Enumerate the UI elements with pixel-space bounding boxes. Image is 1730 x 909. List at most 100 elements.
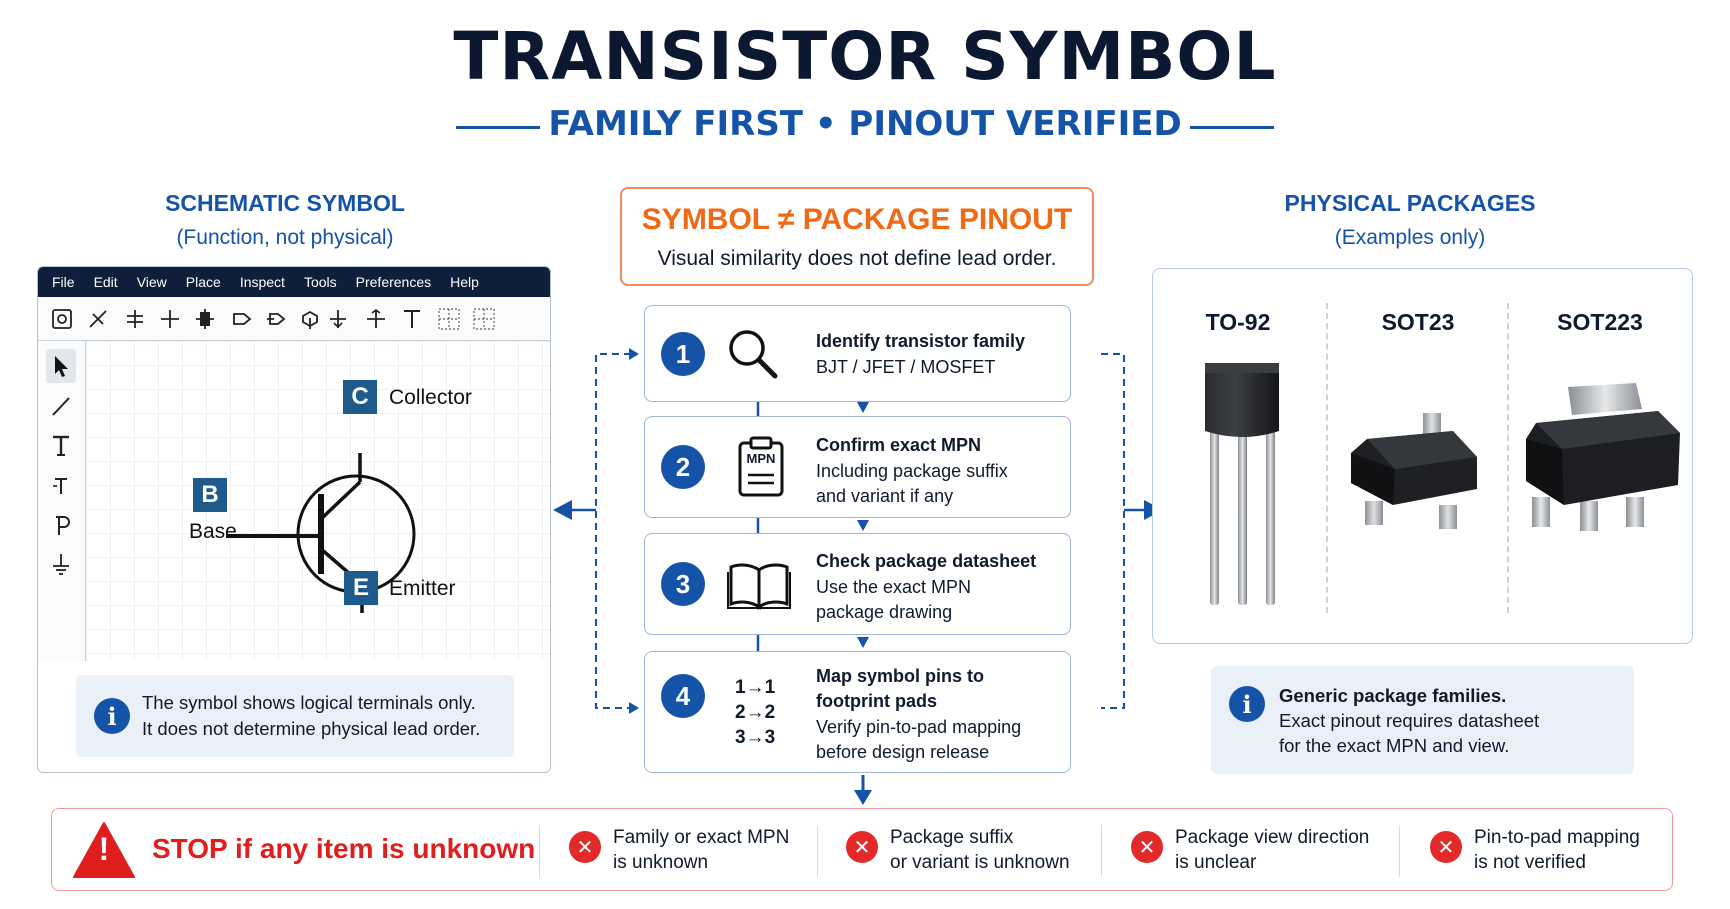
warning-text: Visual similarity does not define lead o… [657,247,1057,270]
menu-edit[interactable]: Edit [93,274,118,290]
no-connect-icon[interactable] [84,305,112,333]
step-1-title: Identify transistor family [816,331,1026,351]
package-divider [1326,303,1328,613]
step-1-number: 1 [661,332,705,376]
schematic-canvas[interactable]: C Collector B Base E Emitter [86,341,550,661]
emitter-badge: E [344,571,378,605]
stop-item-3: Package view direction is unclear [1175,825,1369,875]
to92-package-image [1205,363,1279,605]
pin-map-2: 2→2 [735,702,776,723]
wire-icon[interactable] [156,305,184,333]
stop-item-1-line1: Family or exact MPN [613,827,790,848]
menu-inspect[interactable]: Inspect [239,274,285,290]
menu-view[interactable]: View [136,274,167,290]
sheet-pin-icon[interactable] [362,305,390,333]
packages-info-line2: Exact pinout requires datasheet [1279,710,1540,731]
power-port-icon[interactable] [324,305,352,333]
junction-icon[interactable] [121,305,149,333]
stop-divider [1101,825,1102,877]
step-4-title-line2: footprint pads [816,691,937,711]
step-2-desc-line1: Including package suffix [816,461,1008,481]
schematic-subheading: (Function, not physical) [176,226,394,249]
info-icon: i [1229,686,1265,722]
menu-help[interactable]: Help [450,274,479,290]
page-title: TRANSISTOR SYMBOL [453,18,1277,95]
packages-info-box: i Generic package families. Exact pinout… [1211,666,1634,774]
stop-item-2: Package suffix or variant is unknown [890,825,1070,875]
package-sot223-label: SOT223 [1557,309,1643,335]
emitter-label: Emitter [389,577,456,600]
error-x-icon: ✕ [1131,831,1163,863]
menu-file[interactable]: File [52,274,75,290]
text-small-icon[interactable] [46,469,76,503]
text-icon[interactable] [46,429,76,463]
error-x-icon: ✕ [846,831,878,863]
stop-item-1: Family or exact MPN is unknown [613,825,789,875]
symbol-package-warning: SYMBOL ≠ PACKAGE PINOUT Visual similarit… [620,187,1094,286]
package-to92-label: TO-92 [1205,309,1271,335]
ground-icon[interactable] [46,547,76,581]
stop-conditions-bar: ! STOP if any item is unknown ✕ Family o… [51,808,1673,891]
packages-panel: TO-92 SOT23 SOT223 [1152,268,1693,644]
subtitle-rule-left [456,126,540,129]
step-2-desc-line2: and variant if any [816,486,954,506]
subtitle-rule-right [1190,126,1274,129]
base-label: Base [189,520,237,543]
book-icon [727,560,791,615]
bus-icon[interactable] [191,305,219,333]
schematic-info-box: i The symbol shows logical terminals onl… [76,675,514,757]
step-1-desc: BJT / JFET / MOSFET [816,357,996,377]
error-x-icon: ✕ [569,831,601,863]
stop-item-3-line2: is unclear [1175,852,1257,873]
draw-line-icon[interactable] [46,389,76,423]
step-2-number: 2 [661,445,705,489]
label-icon[interactable] [228,305,256,333]
menu-bar: File Edit View Place Inspect Tools Prefe… [38,267,550,297]
step-1-card: 1 Identify transistor family BJT / JFET … [644,305,1071,402]
stop-item-2-line2: or variant is unknown [890,852,1070,873]
schematic-info-line1: The symbol shows logical terminals only. [142,692,476,713]
package-divider [1507,303,1509,613]
text-tool-icon[interactable] [398,305,426,333]
clipboard-icon: MPN [736,435,786,504]
hier-label-icon[interactable] [296,305,324,333]
package-sot23-label: SOT23 [1381,309,1455,335]
base-badge: B [193,478,227,512]
step-3-title: Check package datasheet [816,551,1037,571]
global-label-icon[interactable] [263,305,291,333]
menu-place[interactable]: Place [185,274,221,290]
schematic-heading: SCHEMATIC SYMBOL [165,190,405,216]
schematic-editor-panel: File Edit View Place Inspect Tools Prefe… [37,266,551,773]
pin-map-1: 1→1 [735,677,776,698]
magnifier-icon [725,326,781,387]
stop-item-4-line1: Pin-to-pad mapping [1474,827,1640,848]
pin-tool-icon[interactable] [46,509,76,543]
stop-title: STOP if any item is unknown [152,833,536,864]
step-3-desc-line1: Use the exact MPN [816,577,972,597]
step-2-title: Confirm exact MPN [816,435,982,455]
stop-item-1-line2: is unknown [613,852,709,873]
step-3-card: 3 Check package datasheet Use the exact … [644,533,1071,635]
step-2-card: 2 MPN Confirm exact MPN Including packag… [644,416,1071,518]
stop-divider [1399,825,1400,877]
schematic-info-line2: It does not determine physical lead orde… [142,718,481,739]
page-subtitle: FAMILY FIRST • PINOUT VERIFIED [548,104,1182,144]
step-4-desc-line2: before design release [816,742,990,762]
warning-title: SYMBOL ≠ PACKAGE PINOUT [641,203,1073,236]
packages-info-line3: for the exact MPN and view. [1279,735,1510,756]
step-3-desc-line2: package drawing [816,602,953,622]
inspect-icon[interactable] [48,305,76,333]
packages-subheading: (Examples only) [1334,226,1486,249]
grid-icon[interactable] [435,305,463,333]
warning-triangle-glyph: ! [98,831,110,867]
menu-preferences[interactable]: Preferences [355,274,432,290]
clipboard-mpn-text: MPN [746,451,776,466]
grid-snap-icon[interactable] [470,305,498,333]
menu-tools[interactable]: Tools [303,274,337,290]
select-cursor-icon[interactable] [46,349,76,383]
stop-divider [539,825,540,877]
sot23-package-image [1351,413,1477,529]
sot223-package-image [1526,383,1680,531]
pin-map-3: 3→3 [735,727,776,748]
stop-item-4: Pin-to-pad mapping is not verified [1474,825,1640,875]
